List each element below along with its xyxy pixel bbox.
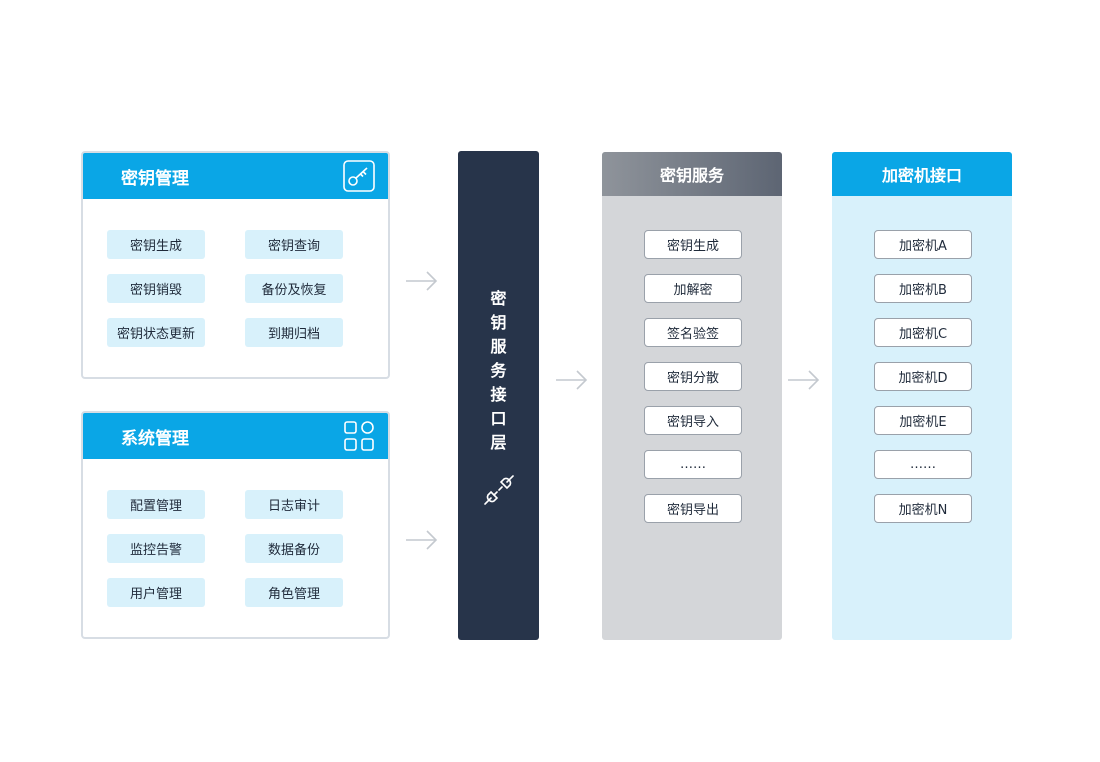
api-title-char: 口 bbox=[490, 409, 507, 428]
chip-data-backup[interactable]: 数据备份 bbox=[245, 534, 343, 563]
system-management-title: 系统管理 bbox=[121, 428, 189, 449]
key-service-list: 密钥生成 加解密 签名验签 密钥分散 密钥导入 …… 密钥导出 bbox=[644, 230, 742, 538]
api-title-char: 钥 bbox=[490, 313, 507, 332]
chip-key-status-update[interactable]: 密钥状态更新 bbox=[107, 318, 205, 347]
chip-expiry-archive[interactable]: 到期归档 bbox=[245, 318, 343, 347]
api-title-char: 服 bbox=[490, 337, 507, 356]
system-management-items: 配置管理 日志审计 监控告警 数据备份 用户管理 角色管理 bbox=[83, 459, 388, 607]
chip-role-management[interactable]: 角色管理 bbox=[245, 578, 343, 607]
system-management-header: 系统管理 bbox=[83, 413, 388, 459]
chip-log-audit[interactable]: 日志审计 bbox=[245, 490, 343, 519]
service-item[interactable]: 加解密 bbox=[644, 274, 742, 303]
hsm-interface-list: 加密机A 加密机B 加密机C 加密机D 加密机E …… 加密机N bbox=[874, 230, 972, 538]
service-item[interactable]: 签名验签 bbox=[644, 318, 742, 347]
service-item[interactable]: 密钥分散 bbox=[644, 362, 742, 391]
chip-config-management[interactable]: 配置管理 bbox=[107, 490, 205, 519]
hsm-item-ellipsis: …… bbox=[874, 450, 972, 479]
arrow-right-icon bbox=[556, 370, 588, 390]
arrow-right-icon bbox=[406, 271, 438, 291]
api-layer-title: 密 钥 服 务 接 口 层 bbox=[458, 287, 539, 455]
key-management-panel: 密钥管理 密钥生成 密钥查询 密钥销毁 备份及恢复 密钥状态更新 到期归档 bbox=[81, 151, 390, 379]
hsm-item[interactable]: 加密机N bbox=[874, 494, 972, 523]
key-management-items: 密钥生成 密钥查询 密钥销毁 备份及恢复 密钥状态更新 到期归档 bbox=[83, 199, 388, 347]
service-api-layer: 密 钥 服 务 接 口 层 bbox=[458, 151, 539, 640]
key-management-title: 密钥管理 bbox=[121, 168, 189, 189]
hsm-interface-header: 加密机接口 bbox=[832, 152, 1012, 196]
hsm-item[interactable]: 加密机A bbox=[874, 230, 972, 259]
service-item[interactable]: 密钥生成 bbox=[644, 230, 742, 259]
api-title-char: 层 bbox=[490, 433, 507, 452]
system-management-panel: 系统管理 配置管理 日志审计 监控告警 数据备份 用户管理 角色管理 bbox=[81, 411, 390, 639]
chip-backup-restore[interactable]: 备份及恢复 bbox=[245, 274, 343, 303]
chip-key-generate[interactable]: 密钥生成 bbox=[107, 230, 205, 259]
chip-monitor-alert[interactable]: 监控告警 bbox=[107, 534, 205, 563]
key-icon bbox=[343, 160, 375, 192]
api-title-char: 接 bbox=[490, 385, 507, 404]
apps-grid-icon bbox=[344, 421, 374, 451]
key-management-header: 密钥管理 bbox=[83, 153, 388, 199]
api-title-char: 务 bbox=[490, 361, 507, 380]
hsm-item[interactable]: 加密机D bbox=[874, 362, 972, 391]
service-item[interactable]: 密钥导出 bbox=[644, 494, 742, 523]
arrow-right-icon bbox=[406, 530, 438, 550]
key-service-header: 密钥服务 bbox=[602, 152, 782, 196]
service-item-ellipsis: …… bbox=[644, 450, 742, 479]
hsm-interface-column: 加密机接口 加密机A 加密机B 加密机C 加密机D 加密机E …… 加密机N bbox=[832, 152, 1012, 640]
hsm-item[interactable]: 加密机E bbox=[874, 406, 972, 435]
chip-key-query[interactable]: 密钥查询 bbox=[245, 230, 343, 259]
plug-icon bbox=[484, 475, 514, 505]
api-title-char: 密 bbox=[490, 289, 507, 308]
chip-key-destroy[interactable]: 密钥销毁 bbox=[107, 274, 205, 303]
key-service-column: 密钥服务 密钥生成 加解密 签名验签 密钥分散 密钥导入 …… 密钥导出 bbox=[602, 152, 782, 640]
chip-user-management[interactable]: 用户管理 bbox=[107, 578, 205, 607]
service-item[interactable]: 密钥导入 bbox=[644, 406, 742, 435]
hsm-item[interactable]: 加密机B bbox=[874, 274, 972, 303]
hsm-item[interactable]: 加密机C bbox=[874, 318, 972, 347]
arrow-right-icon bbox=[788, 370, 820, 390]
